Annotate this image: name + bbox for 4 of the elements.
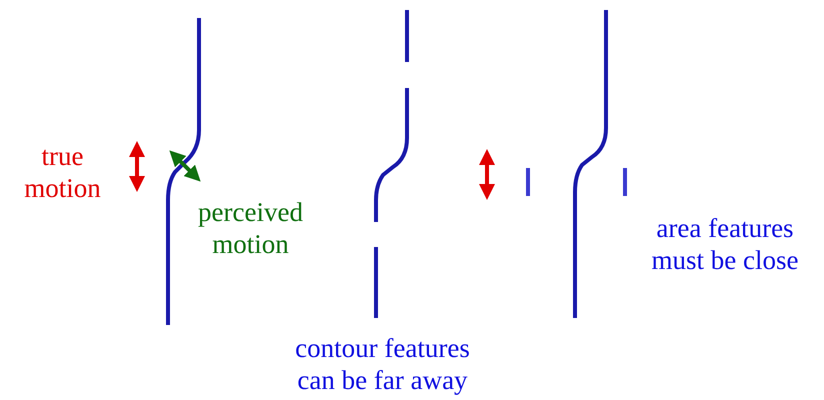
- motion-label: perceived motion: [197, 196, 304, 260]
- caption-text: contour features can be far away: [294, 332, 471, 396]
- motion-label: true motion: [23, 140, 102, 204]
- caption-text: area features must be close: [650, 212, 800, 276]
